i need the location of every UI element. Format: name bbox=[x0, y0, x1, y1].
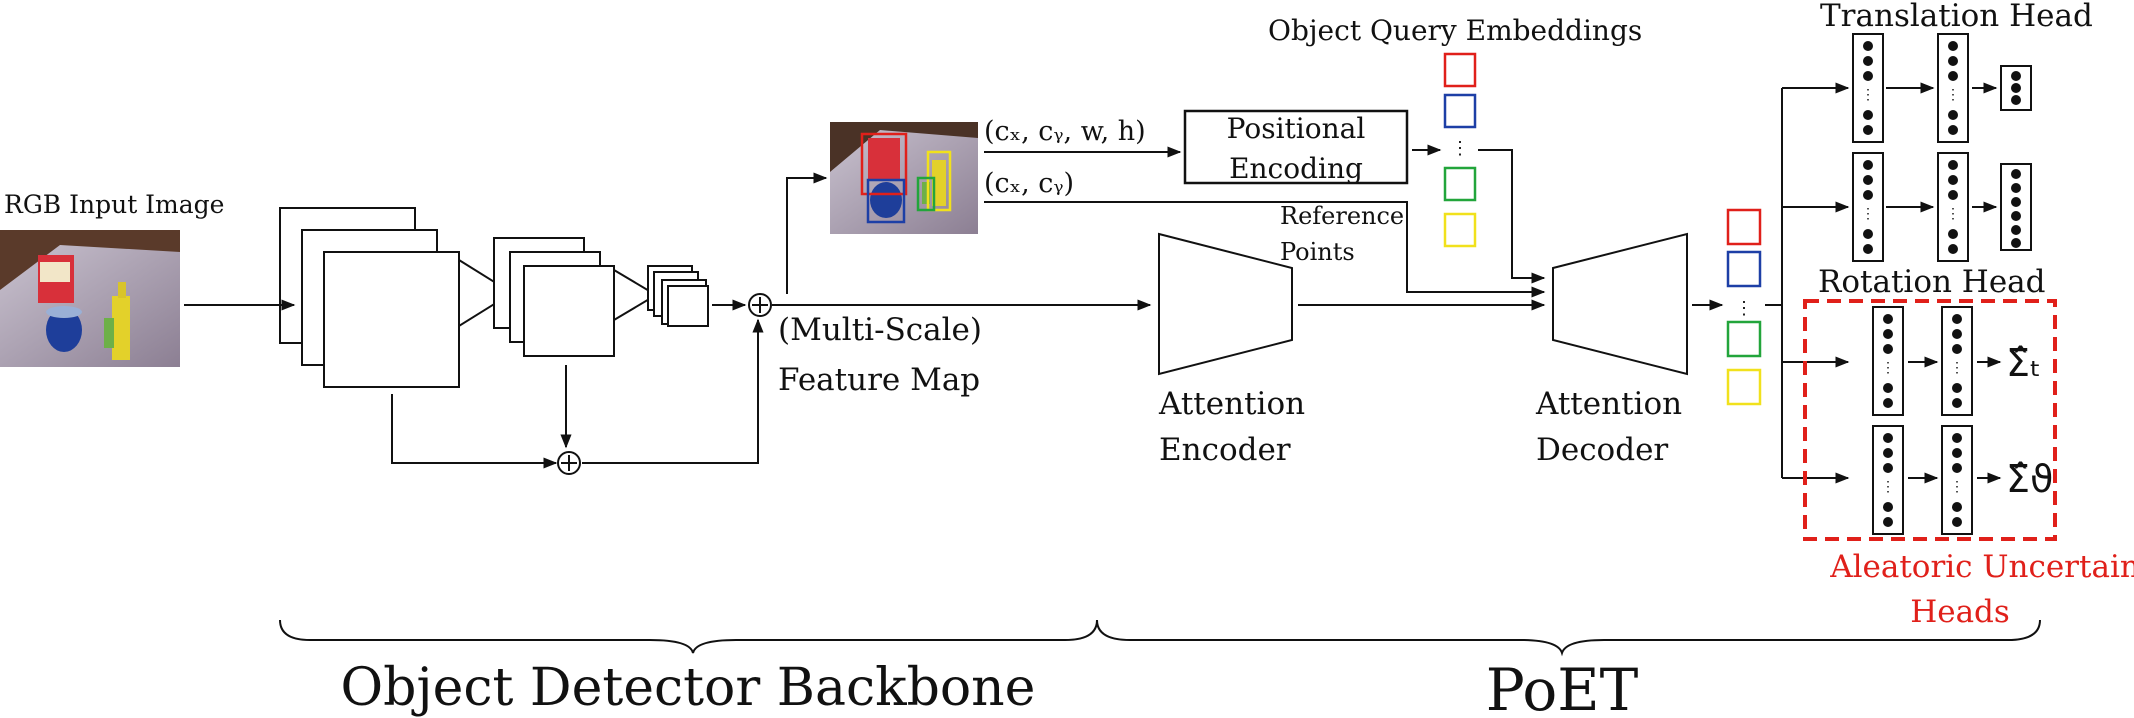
decoder-label-1: Attention bbox=[1535, 386, 1682, 422]
svg-text:⋮: ⋮ bbox=[1881, 361, 1895, 376]
rotation-head-mlp-2: ⋮ ⋮ bbox=[1872, 425, 2002, 535]
translation-head-mlp-1: ⋮ ⋮ bbox=[1852, 33, 2032, 143]
svg-text:⋮: ⋮ bbox=[1881, 480, 1895, 495]
positional-label-2: Encoding bbox=[1229, 152, 1363, 185]
attention-decoder-block bbox=[1552, 232, 1688, 376]
poet-label: PoET bbox=[1486, 656, 1639, 718]
svg-text:⋮: ⋮ bbox=[1946, 88, 1960, 103]
svg-text:⋮: ⋮ bbox=[1735, 298, 1753, 318]
reference-points-label-1: Reference bbox=[1280, 202, 1404, 230]
rotation-head-label: Rotation Head bbox=[1818, 264, 2046, 300]
aleatoric-label-2: Heads bbox=[1910, 594, 2010, 630]
translation-head-mlp-2: ⋮ ⋮ bbox=[1852, 152, 2032, 262]
positional-encoding-box bbox=[1183, 109, 1409, 185]
aleatoric-label-1: Aleatoric Uncertainty bbox=[1829, 549, 2134, 585]
bbox-coords-label: (cₓ, cᵧ, w, h) bbox=[984, 116, 1146, 147]
svg-text:⋮: ⋮ bbox=[1946, 207, 1960, 222]
svg-text:⋮: ⋮ bbox=[1451, 138, 1469, 158]
rotation-head-mlp-1: ⋮ ⋮ bbox=[1872, 306, 2002, 416]
svg-text:⋮: ⋮ bbox=[1861, 88, 1875, 103]
encoder-label-1: Attention bbox=[1158, 386, 1305, 422]
svg-text:⋮: ⋮ bbox=[1950, 480, 1964, 495]
decoder-output-embeddings: ⋮ bbox=[1726, 208, 1762, 406]
sum-node-main bbox=[748, 293, 772, 317]
poet-brace bbox=[1096, 619, 2041, 657]
feature-map-label-1: (Multi-Scale) bbox=[778, 312, 982, 348]
sigma-t-label: Σ̂ₜ bbox=[2006, 341, 2041, 385]
backbone-cnn bbox=[279, 207, 709, 388]
encoder-label-2: Encoder bbox=[1159, 432, 1291, 468]
feature-map-label-2: Feature Map bbox=[778, 362, 980, 398]
sigma-theta-label: Σ̂ϑ bbox=[2006, 457, 2054, 501]
object-query-label: Object Query Embeddings bbox=[1268, 14, 1642, 47]
reference-points-label-2: Points bbox=[1280, 238, 1355, 266]
object-query-embeddings: ⋮ bbox=[1443, 52, 1477, 248]
center-coords-label: (cₓ, cᵧ) bbox=[984, 168, 1074, 199]
rgb-input-image bbox=[0, 230, 180, 367]
svg-text:⋮: ⋮ bbox=[1950, 361, 1964, 376]
attention-encoder-block bbox=[1158, 232, 1293, 376]
translation-head-label: Translation Head bbox=[1820, 0, 2093, 34]
detection-image bbox=[830, 122, 978, 234]
aleatoric-uncertainty-box bbox=[1803, 299, 2057, 541]
backbone-brace bbox=[279, 619, 1098, 654]
sum-node-lower bbox=[557, 451, 581, 475]
decoder-label-2: Decoder bbox=[1536, 432, 1668, 468]
rgb-input-label: RGB Input Image bbox=[4, 190, 224, 219]
backbone-label: Object Detector Backbone bbox=[341, 658, 1036, 718]
positional-label-1: Positional bbox=[1227, 112, 1366, 145]
svg-text:⋮: ⋮ bbox=[1861, 207, 1875, 222]
